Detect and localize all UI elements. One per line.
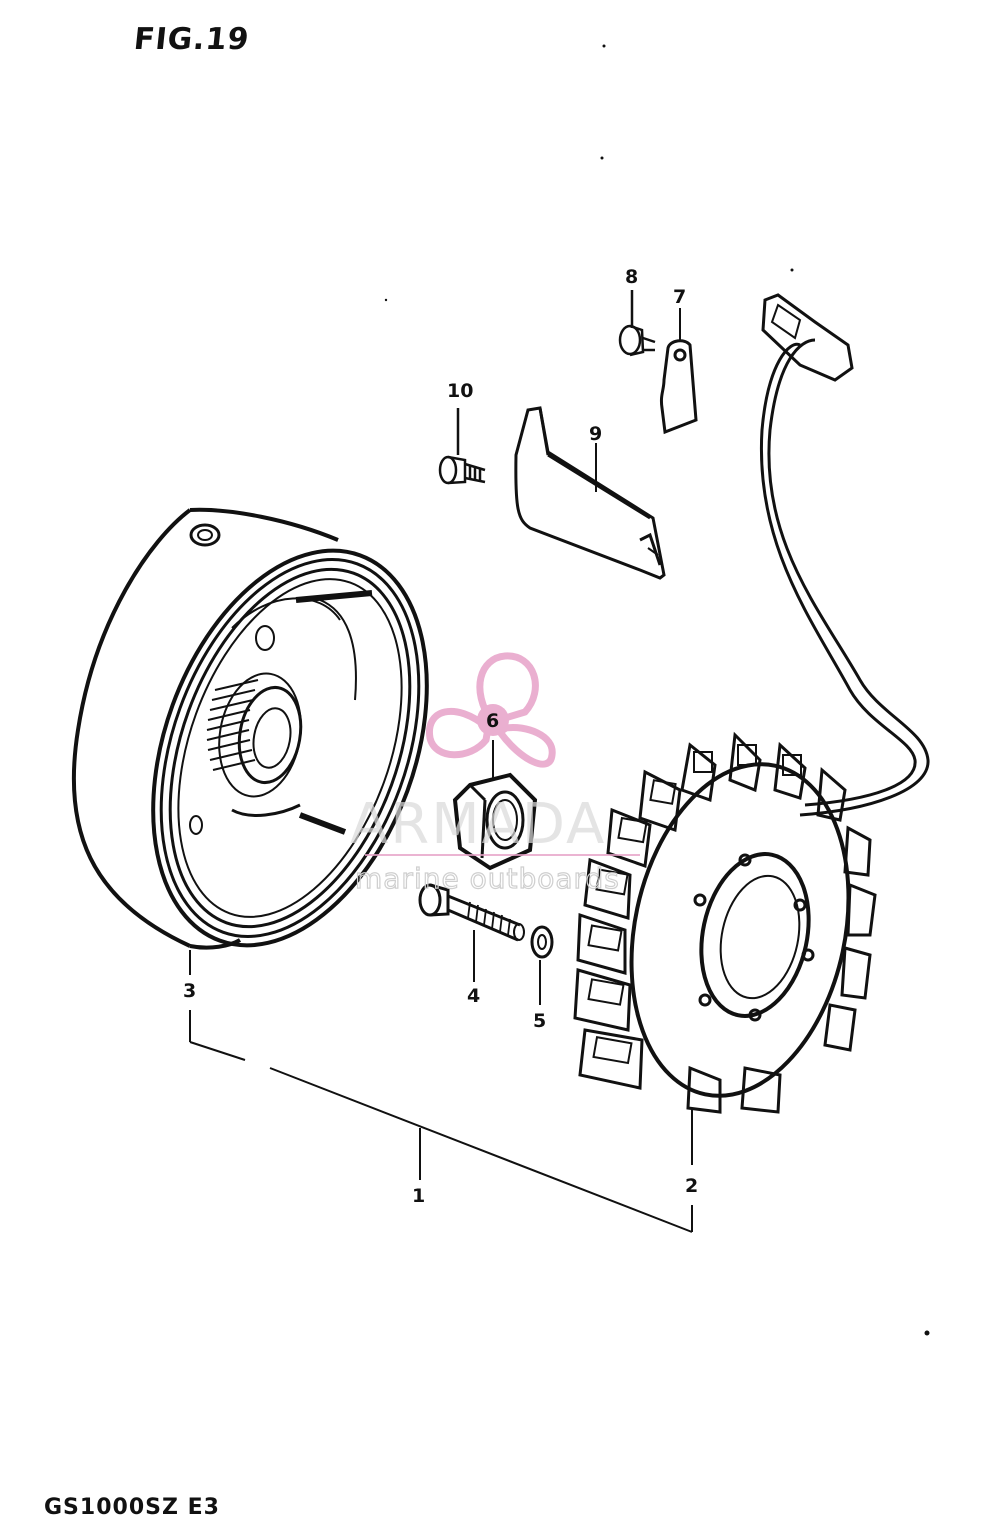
bolt-part-8 <box>618 290 656 357</box>
callout-2: 2 <box>685 1175 698 1197</box>
clamp-part-7 <box>659 308 698 435</box>
assembly-bracket <box>189 950 693 1233</box>
speck <box>600 156 604 160</box>
speck <box>790 268 794 272</box>
propeller-hub-icon <box>477 704 509 736</box>
callout-10: 10 <box>447 380 473 402</box>
callout-9: 9 <box>589 423 602 445</box>
propeller-icon <box>425 652 556 768</box>
stator-part-2 <box>573 293 930 1165</box>
callout-8: 8 <box>625 266 638 288</box>
watermark-tagline: marine outboards <box>355 862 620 895</box>
watermark-brand: ARMADA <box>350 792 606 857</box>
speck <box>924 1330 930 1336</box>
callout-7: 7 <box>673 286 686 308</box>
callout-6: 6 <box>486 710 499 732</box>
callout-1: 1 <box>412 1185 425 1207</box>
nut-part-6 <box>452 740 538 871</box>
speck <box>384 298 388 302</box>
speck <box>602 44 606 48</box>
cover-plate-part-9 <box>514 406 666 580</box>
rotor-flywheel <box>71 507 429 950</box>
model-code: GS1000SZ E3 <box>44 1495 220 1520</box>
washer-part-5 <box>530 925 554 1005</box>
callout-4: 4 <box>467 985 480 1007</box>
callout-3: 3 <box>183 980 196 1002</box>
bolt-part-4 <box>418 883 525 982</box>
watermark-logo <box>425 652 556 768</box>
callout-5: 5 <box>533 1010 546 1032</box>
bolt-part-10 <box>438 408 486 485</box>
